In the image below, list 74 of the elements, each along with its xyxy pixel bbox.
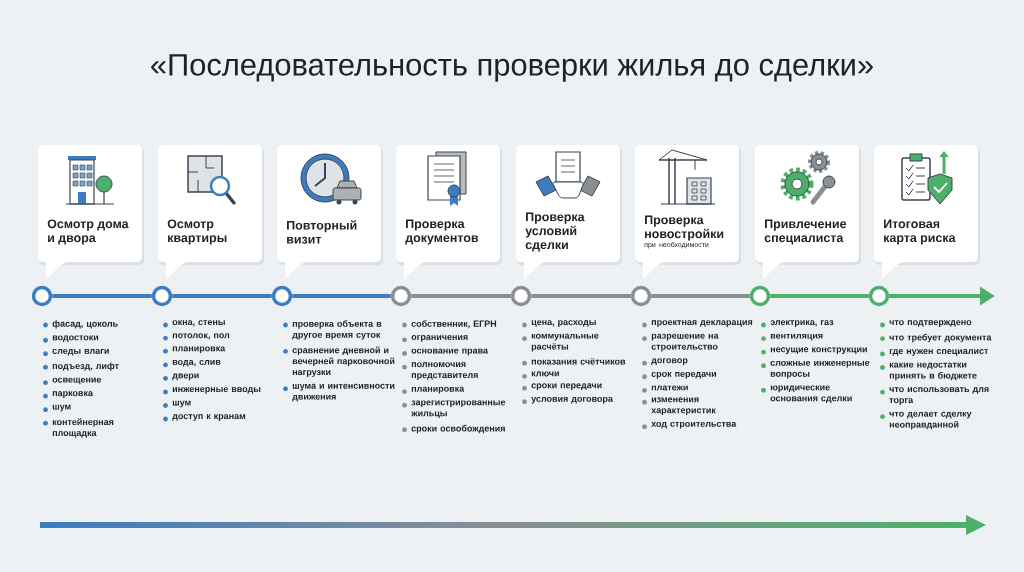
list-item: следы влаги — [52, 348, 109, 356]
card-title: Повторный визит — [287, 220, 357, 244]
card-title: Привлечение специалиста — [764, 219, 847, 245]
info-card — [635, 145, 741, 279]
info-card — [516, 145, 622, 279]
list-item: сроки освобождения — [411, 424, 505, 434]
list-item: ход строительства — [651, 421, 737, 429]
card-title: Осмотр дома и двора — [47, 219, 129, 245]
list-item: фасад, цоколь — [52, 320, 118, 329]
list-item: электрика, газ — [770, 320, 834, 327]
list-item: цена, расходы — [531, 320, 596, 327]
timeline-line — [770, 294, 869, 298]
list-item: где нужен специалист — [889, 349, 989, 356]
timeline-line — [52, 294, 152, 298]
title: «Последовательность проверки жилья до сделки» — [151, 54, 873, 82]
list-item: сроки передачи — [531, 383, 602, 391]
list-item: парковка — [52, 391, 93, 398]
list-item: окна, стены — [172, 320, 225, 327]
timeline-line — [531, 294, 631, 298]
list-item: ключи — [531, 371, 559, 377]
list-item: условия договора — [531, 396, 613, 404]
list-item: что требует документа — [889, 333, 992, 343]
list-item: ограничения — [411, 335, 468, 342]
info-card — [396, 145, 502, 279]
list-item: водостоки — [52, 335, 99, 343]
info-card — [874, 145, 980, 279]
list-item: что делает сделку неоправданной — [889, 411, 972, 430]
list-item: контейнерная площадка — [52, 418, 114, 438]
list-item: вода, слив — [172, 360, 221, 367]
card-title: Проверка новостройки — [645, 215, 724, 241]
list-item: подъезд, лифт — [52, 362, 119, 371]
timeline-point — [390, 285, 412, 307]
info-card — [277, 145, 383, 279]
list-item: коммунальные расчёты — [531, 333, 599, 352]
list-item: юридические основания сделки — [770, 385, 852, 404]
list-item: что подтверждено — [889, 320, 972, 327]
timeline-point — [151, 285, 173, 307]
card-title: Проверка условий сделки — [525, 212, 585, 252]
timeline-line — [292, 294, 391, 298]
list-item: какие недостатки принять в бюджете — [889, 362, 977, 381]
timeline-line — [172, 294, 272, 298]
timeline-point — [868, 285, 890, 307]
list-item: доступ к кранам — [172, 414, 246, 421]
list-item: собственник, ЕГРН — [411, 320, 497, 329]
timeline-point — [271, 285, 293, 307]
list-item: вентиляция — [770, 333, 823, 341]
list-item: планировка — [411, 386, 465, 394]
info-card — [755, 145, 861, 279]
list-item: несущие конструкции — [770, 347, 867, 354]
timeline-point — [510, 285, 532, 307]
list-item: освещение — [52, 377, 102, 385]
timeline-line — [411, 294, 511, 298]
list-item: шум — [52, 404, 71, 412]
info-card — [158, 145, 264, 279]
card-title: Итоговая карта риска — [884, 219, 956, 245]
info-card — [38, 145, 144, 279]
list-item: шума и интенсивности движения — [292, 383, 395, 402]
list-item: шум — [172, 400, 191, 408]
timeline-point — [749, 285, 771, 307]
card-title: Проверка документов — [405, 219, 479, 245]
list-item: проектная декларация — [651, 320, 753, 327]
list-item: планировка — [172, 346, 226, 354]
list-item: платежи — [651, 385, 688, 391]
list-item: потолок, пол — [172, 333, 230, 340]
list-item: срок передачи — [651, 371, 717, 379]
timeline-point — [31, 285, 53, 307]
list-item: двери — [172, 373, 199, 381]
card-title: Осмотр квартиры — [167, 219, 227, 245]
list-item: инженерные вводы — [172, 387, 261, 394]
list-item: основание права — [411, 348, 489, 356]
list-item: показания счётчиков — [531, 358, 626, 365]
list-item: договор — [651, 358, 688, 366]
timeline-point — [630, 285, 652, 307]
timeline-line — [651, 294, 750, 298]
